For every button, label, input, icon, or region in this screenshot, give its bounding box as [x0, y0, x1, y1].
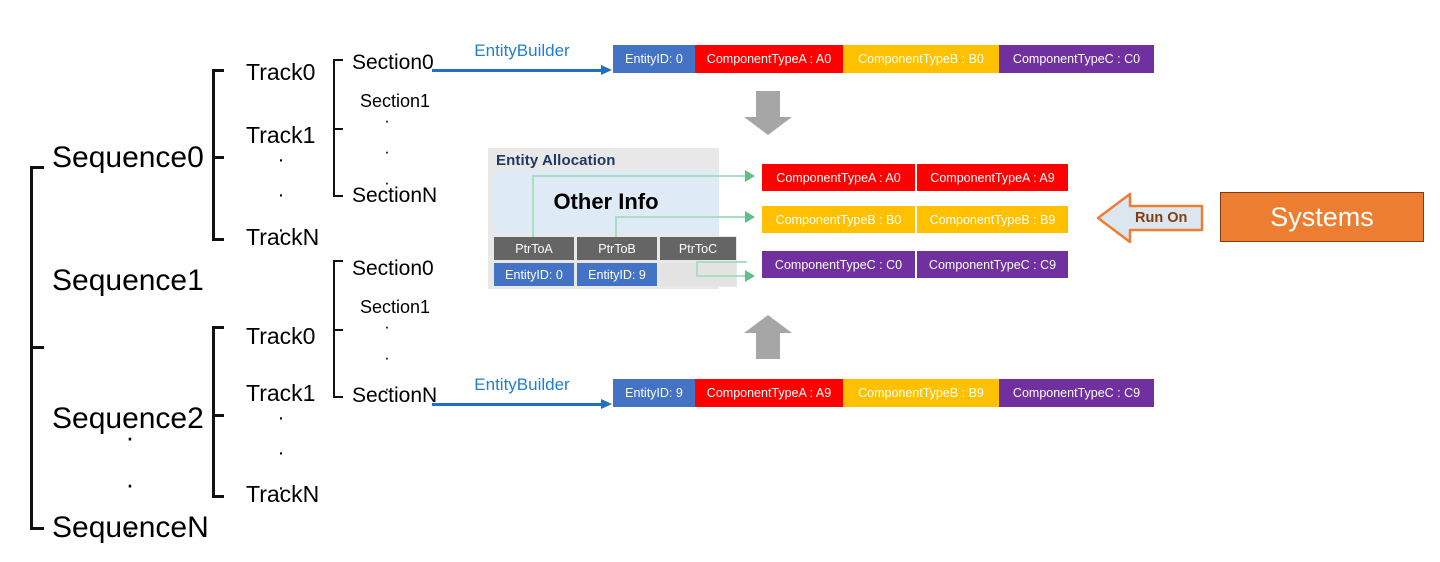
ellipsis-dot: ·: [277, 149, 285, 171]
component-array-b-cell-0[interactable]: ComponentTypeB : B0: [762, 206, 915, 233]
allocation-entity-id-empty: [659, 262, 737, 287]
sequence-label-1: Sequence1: [52, 264, 204, 297]
track-label-top-n: TrackN: [246, 224, 320, 250]
connector-c-horizontal: [696, 261, 747, 263]
sequence-ellipsis: · · ·: [110, 424, 150, 544]
ellipsis-dot: ·: [384, 379, 390, 398]
entity-builder-arrow-top: EntityBuilder: [432, 41, 612, 75]
arrow-right-icon: [432, 399, 612, 409]
connector-c-horizontal-2: [696, 275, 747, 277]
pointer-cell-a[interactable]: PtrToA: [493, 236, 575, 261]
component-cell-b-top[interactable]: ComponentTypeB : B0: [843, 45, 999, 73]
systems-box[interactable]: Systems: [1220, 192, 1424, 242]
track-label-top-1: Track1: [246, 122, 316, 148]
track-label-top-0: Track0: [246, 59, 316, 85]
ellipsis-dot: ·: [125, 516, 135, 546]
component-array-c: ComponentTypeC : C0 ComponentTypeC : C9: [762, 251, 1068, 278]
section-label-top-0: Section0: [352, 51, 434, 74]
entity-row-top: EntityID: 0 ComponentTypeA : A0 Componen…: [613, 45, 1154, 73]
component-array-b-cell-1[interactable]: ComponentTypeB : B9: [915, 206, 1068, 233]
component-cell-c-top[interactable]: ComponentTypeC : C0: [999, 45, 1154, 73]
allocation-entity-id-9[interactable]: EntityID: 9: [576, 262, 658, 287]
connector-b-arrowhead: [745, 211, 755, 223]
ellipsis-dot: ·: [384, 142, 390, 161]
component-cell-a-bottom[interactable]: ComponentTypeA : A9: [695, 379, 843, 407]
track-label-bottom-1: Track1: [246, 380, 316, 406]
sequence-label-2: Sequence2: [52, 402, 204, 435]
ellipsis-dot: ·: [277, 219, 285, 241]
connector-b-vertical: [615, 216, 617, 237]
component-array-a-cell-1[interactable]: ComponentTypeA : A9: [915, 164, 1068, 191]
component-array-a: ComponentTypeA : A0 ComponentTypeA : A9: [762, 164, 1068, 191]
arrow-down-icon: [744, 91, 792, 135]
track-bracket-top: [212, 69, 224, 241]
component-array-c-cell-1[interactable]: ComponentTypeC : C9: [915, 251, 1068, 278]
component-array-a-cell-0[interactable]: ComponentTypeA : A0: [762, 164, 915, 191]
connector-c-arrowhead: [745, 270, 755, 282]
connector-a-vertical: [532, 175, 534, 237]
section-label-bottom-n: SectionN: [352, 384, 438, 407]
component-cell-c-bottom[interactable]: ComponentTypeC : C9: [999, 379, 1154, 407]
entity-allocation-header: Entity Allocation: [496, 152, 616, 169]
sequence-bracket-tick: [30, 346, 44, 349]
run-on-label: Run On: [1135, 210, 1188, 226]
entity-row-bottom: EntityID: 9 ComponentTypeA : A9 Componen…: [613, 379, 1154, 407]
entity-id-cell-top[interactable]: EntityID: 0: [613, 45, 695, 73]
component-array-b: ComponentTypeB : B0 ComponentTypeB : B9: [762, 206, 1068, 233]
pointer-cell-c[interactable]: PtrToC: [659, 236, 737, 261]
sequence-label-0: Sequence0: [52, 141, 204, 174]
track-bracket-bottom: [212, 326, 224, 498]
other-info-label: Other Info: [553, 189, 659, 214]
connector-b-horizontal: [615, 216, 747, 218]
track-bracket-top-tick: [212, 156, 224, 159]
entity-id-cell-bottom[interactable]: EntityID: 9: [613, 379, 695, 407]
entity-builder-label-top: EntityBuilder: [474, 41, 570, 60]
entity-builder-label-bottom: EntityBuilder: [474, 375, 570, 394]
component-cell-a-top[interactable]: ComponentTypeA : A0: [695, 45, 843, 73]
track-ellipsis-bottom: · · ·: [263, 408, 299, 498]
ellipsis-dot: ·: [277, 442, 285, 464]
track-label-bottom-0: Track0: [246, 323, 316, 349]
ellipsis-dot: ·: [277, 407, 285, 429]
pointer-cell-b[interactable]: PtrToB: [576, 236, 658, 261]
entity-builder-arrow-bottom: EntityBuilder: [432, 375, 612, 409]
arrow-up-icon: [744, 315, 792, 359]
component-array-c-cell-0[interactable]: ComponentTypeC : C0: [762, 251, 915, 278]
ellipsis-dot: ·: [384, 317, 390, 336]
section-label-bottom-1: Section1: [360, 297, 431, 317]
section-label-top-n: SectionN: [352, 184, 438, 207]
ellipsis-dot: ·: [384, 173, 390, 192]
track-label-bottom-n: TrackN: [246, 481, 320, 507]
section-label-bottom-0: Section0: [352, 257, 434, 280]
component-cell-b-bottom[interactable]: ComponentTypeB : B9: [843, 379, 999, 407]
ellipsis-dot: ·: [384, 111, 390, 130]
connector-a-horizontal: [532, 175, 747, 177]
connector-c-vertical: [696, 261, 698, 277]
ellipsis-dot: ·: [125, 422, 135, 452]
arrow-right-icon: [432, 65, 612, 75]
ellipsis-dot: ·: [277, 477, 285, 499]
track-ellipsis-top: · · ·: [263, 150, 299, 240]
ellipsis-dot: ·: [277, 184, 285, 206]
section-bracket-top-tick: [333, 128, 343, 130]
sequence-label-n: SequenceN: [52, 511, 209, 544]
allocation-entity-id-0[interactable]: EntityID: 0: [493, 262, 575, 287]
entity-allocation-body: Other Info: [493, 170, 719, 234]
ellipsis-dot: ·: [384, 348, 390, 367]
section-bracket-bottom-tick: [333, 329, 343, 331]
track-bracket-bottom-tick: [212, 414, 224, 417]
run-on-arrow-icon: [1096, 192, 1204, 244]
connector-a-arrowhead: [745, 170, 755, 182]
section-ellipsis-top: · · ·: [372, 112, 402, 191]
section-label-top-1: Section1: [360, 91, 431, 111]
section-ellipsis-bottom: · · ·: [372, 318, 402, 397]
ellipsis-dot: ·: [125, 469, 135, 499]
